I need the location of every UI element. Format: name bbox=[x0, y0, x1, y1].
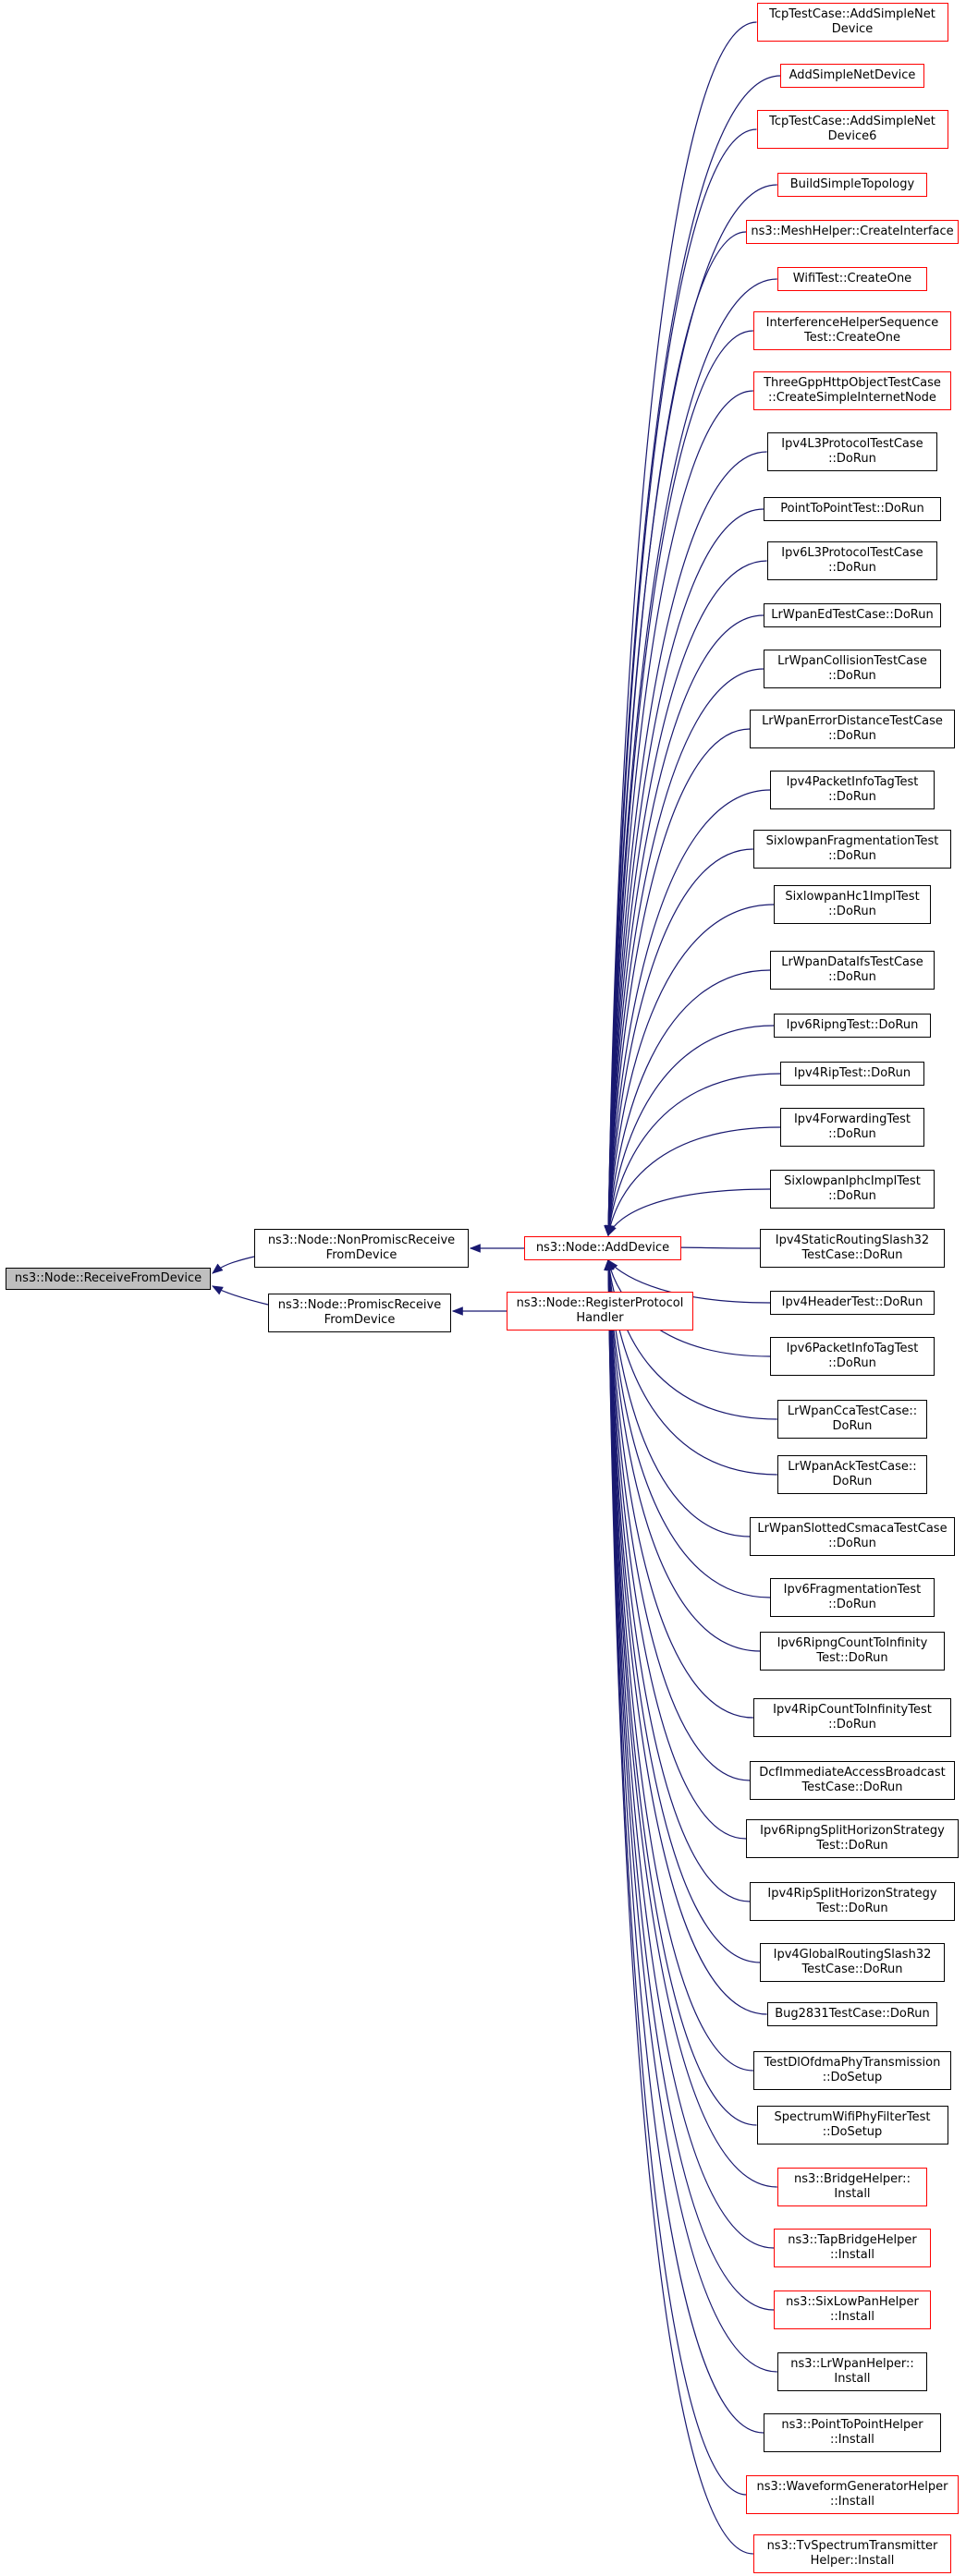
edge-caller-to-adddevice bbox=[604, 848, 753, 1237]
caller-node[interactable]: ThreeGppHttpObjectTestCase ::CreateSimpl… bbox=[752, 371, 952, 410]
caller-node[interactable]: TcpTestCase::AddSimpleNet Device6 bbox=[756, 110, 948, 149]
node-promisc-receive-from-device[interactable]: ns3::Node::PromiscReceive FromDevice bbox=[268, 1294, 451, 1332]
caller-node[interactable]: Ipv6FragmentationTest ::DoRun bbox=[770, 1578, 935, 1617]
edge-caller-to-adddevice bbox=[604, 1258, 775, 2249]
caller-node[interactable]: ns3::TapBridgeHelper ::Install bbox=[774, 2229, 931, 2267]
caller-node[interactable]: Ipv4HeaderTest::DoRun bbox=[770, 1291, 935, 1315]
edge-caller-to-adddevice bbox=[605, 1126, 781, 1237]
caller-node[interactable]: Ipv4GlobalRoutingSlash32 TestCase::DoRun bbox=[760, 1943, 945, 1982]
edge-caller-to-adddevice bbox=[604, 21, 757, 1237]
edge-caller-to-adddevice bbox=[604, 128, 757, 1237]
caller-node[interactable]: Ipv4RipCountToInfinityTest ::DoRun bbox=[752, 1698, 952, 1737]
caller-node[interactable]: InterferenceHelperSequence Test::CreateO… bbox=[752, 311, 952, 350]
edge-caller-to-adddevice bbox=[604, 390, 753, 1237]
caller-node[interactable]: Ipv4PacketInfoTagTest ::DoRun bbox=[770, 771, 935, 809]
caller-node[interactable]: WifiTest::CreateOne bbox=[776, 267, 928, 291]
caller-node[interactable]: ns3::PointToPointHelper ::Install bbox=[763, 2413, 942, 2452]
edge-caller-to-adddevice bbox=[604, 330, 753, 1237]
edge-caller-to-adddevice bbox=[604, 1258, 751, 1781]
edge-caller-to-adddevice bbox=[604, 1258, 753, 2072]
edge-caller-to-adddevice bbox=[604, 789, 771, 1237]
caller-node[interactable]: LrWpanSlottedCsmacaTestCase ::DoRun bbox=[750, 1517, 955, 1556]
edge-caller-to-adddevice bbox=[604, 1258, 764, 2434]
edge-caller-to-adddevice bbox=[604, 1258, 757, 2126]
caller-node[interactable]: LrWpanCollisionTestCase ::DoRun bbox=[763, 650, 942, 688]
caller-node[interactable]: PointToPointTest::DoRun bbox=[763, 497, 942, 521]
edge-caller-to-adddevice bbox=[604, 508, 764, 1237]
caller-node[interactable]: LrWpanAckTestCase:: DoRun bbox=[776, 1455, 928, 1494]
edge-caller-to-adddevice bbox=[605, 1025, 775, 1237]
caller-node[interactable]: Ipv4RipTest::DoRun bbox=[780, 1062, 924, 1086]
caller-node[interactable]: LrWpanDataIfsTestCase ::DoRun bbox=[770, 951, 935, 990]
node-register-protocol-handler[interactable]: ns3::Node::RegisterProtocol Handler bbox=[507, 1292, 693, 1331]
caller-node[interactable]: Bug2831TestCase::DoRun bbox=[766, 2002, 938, 2026]
caller-node[interactable]: LrWpanCcaTestCase:: DoRun bbox=[776, 1400, 928, 1439]
edge-caller-to-adddevice bbox=[604, 1258, 761, 1652]
caller-node[interactable]: Ipv6L3ProtocolTestCase ::DoRun bbox=[766, 541, 938, 580]
edge-caller-to-adddevice bbox=[607, 1188, 771, 1237]
caller-node[interactable]: SixlowpanIphcImplTest ::DoRun bbox=[770, 1170, 935, 1209]
caller-node[interactable]: Ipv6PacketInfoTagTest ::DoRun bbox=[770, 1337, 935, 1376]
caller-node[interactable]: ns3::WaveformGeneratorHelper ::Install bbox=[746, 2475, 959, 2514]
caller-node[interactable]: SixlowpanFragmentationTest ::DoRun bbox=[752, 830, 952, 869]
edge-caller-to-adddevice bbox=[604, 668, 764, 1237]
caller-node[interactable]: Ipv6RipngCountToInfinity Test::DoRun bbox=[760, 1632, 945, 1671]
edge-caller-to-adddevice bbox=[604, 1258, 751, 1902]
edge-caller-to-adddevice bbox=[604, 1258, 747, 2496]
edge-caller-to-adddevice bbox=[605, 1258, 777, 1420]
caller-node[interactable]: AddSimpleNetDevice bbox=[780, 64, 924, 88]
edge-caller-to-adddevice bbox=[604, 614, 764, 1237]
caller-node[interactable]: BuildSimpleTopology bbox=[776, 173, 928, 197]
edge-caller-to-adddevice bbox=[605, 1073, 781, 1237]
caller-node[interactable]: Ipv4RipSplitHorizonStrategy Test::DoRun bbox=[750, 1882, 955, 1921]
caller-node[interactable]: Ipv4ForwardingTest ::DoRun bbox=[780, 1108, 924, 1147]
edge-caller-to-adddevice bbox=[604, 560, 767, 1237]
edge-caller-to-adddevice bbox=[604, 1258, 747, 1840]
node-add-device[interactable]: ns3::Node::AddDevice bbox=[524, 1236, 681, 1260]
edge-caller-to-adddevice bbox=[604, 904, 775, 1237]
caller-node[interactable]: ns3::LrWpanHelper:: Install bbox=[776, 2352, 928, 2391]
caller-node[interactable]: TestDlOfdmaPhyTransmission ::DoSetup bbox=[752, 2051, 952, 2090]
caller-node[interactable]: ns3::TvSpectrumTransmitter Helper::Insta… bbox=[752, 2534, 952, 2573]
caller-node[interactable]: SixlowpanHc1ImplTest ::DoRun bbox=[774, 885, 931, 924]
edge-caller-to-adddevice bbox=[604, 1258, 771, 1598]
edge-caller-to-adddevice bbox=[605, 969, 771, 1237]
edge-caller-to-adddevice bbox=[604, 278, 777, 1237]
caller-node[interactable]: LrWpanErrorDistanceTestCase ::DoRun bbox=[750, 710, 955, 748]
caller-node[interactable]: ns3::SixLowPanHelper ::Install bbox=[774, 2290, 931, 2329]
edge-caller-to-adddevice bbox=[604, 1258, 767, 2015]
edge-promisc-to-root bbox=[211, 1285, 269, 1306]
edge-caller-to-adddevice bbox=[604, 1258, 753, 2555]
edge-caller-to-adddevice bbox=[604, 451, 767, 1237]
node-receive-from-device[interactable]: ns3::Node::ReceiveFromDevice bbox=[6, 1268, 211, 1290]
caller-node[interactable]: Ipv6RipngTest::DoRun bbox=[774, 1014, 931, 1038]
edge-caller-to-adddevice bbox=[604, 1258, 753, 1719]
edge-caller-to-adddevice bbox=[604, 1258, 761, 1963]
caller-node[interactable]: LrWpanEdTestCase::DoRun bbox=[763, 603, 942, 627]
edge-caller-to-adddevice bbox=[604, 1258, 777, 2373]
edge-caller-to-adddevice bbox=[604, 728, 751, 1237]
node-nonpromisc-receive-from-device[interactable]: ns3::Node::NonPromiscReceive FromDevice bbox=[254, 1229, 469, 1268]
caller-node[interactable]: Ipv4L3ProtocolTestCase ::DoRun bbox=[766, 432, 938, 471]
caller-node[interactable]: Ipv6RipngSplitHorizonStrategy Test::DoRu… bbox=[746, 1819, 959, 1858]
caller-node[interactable]: SpectrumWifiPhyFilterTest ::DoSetup bbox=[756, 2106, 948, 2145]
edge-nonpromisc-to-root bbox=[212, 1256, 255, 1274]
caller-node[interactable]: DcfImmediateAccessBroadcast TestCase::Do… bbox=[750, 1761, 955, 1800]
edge-caller-to-adddevice bbox=[604, 1258, 777, 2188]
caller-node[interactable]: ns3::BridgeHelper:: Install bbox=[776, 2168, 928, 2206]
caller-node[interactable]: Ipv4StaticRoutingSlash32 TestCase::DoRun bbox=[760, 1229, 945, 1268]
caller-node[interactable]: ns3::MeshHelper::CreateInterface bbox=[746, 220, 959, 244]
caller-node[interactable]: TcpTestCase::AddSimpleNet Device bbox=[756, 3, 948, 42]
